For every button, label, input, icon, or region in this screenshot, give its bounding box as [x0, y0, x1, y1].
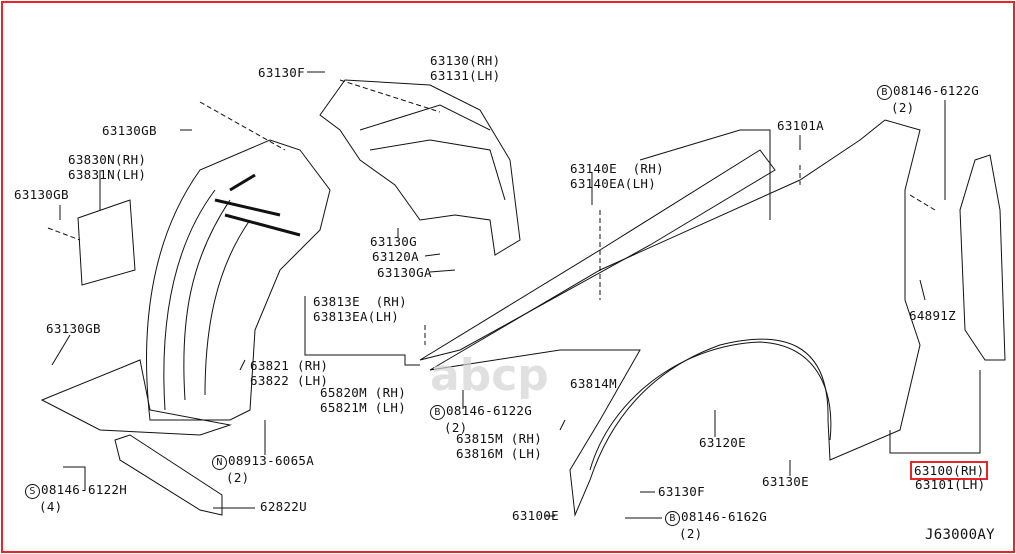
plate-part [77, 199, 136, 286]
part-number: 63831N(LH) [68, 167, 147, 182]
part-number: 63130GB [102, 123, 157, 138]
part-number: 62822U [260, 499, 307, 514]
part-number: 08146-6162G [681, 509, 768, 524]
part-number: 64891Z [909, 308, 956, 323]
part-label[interactable]: 63814M [570, 376, 617, 391]
part-label[interactable]: 63100E [512, 508, 559, 523]
rear-liner-part [319, 79, 521, 256]
part-number: 63130GB [46, 321, 101, 336]
part-number: 63816M (LH) [456, 446, 543, 461]
circled-letter-icon: B [430, 405, 445, 420]
part-number: 63100E [512, 508, 559, 523]
part-label[interactable]: 64891Z [909, 308, 956, 323]
part-label[interactable]: 63120A [372, 249, 419, 264]
part-label[interactable]: 63821 (RH)63822 (LH) [250, 358, 328, 388]
part-number: 63130F [258, 65, 305, 80]
part-number: 08913-6065A [228, 453, 315, 468]
part-number: 63120E [699, 435, 746, 450]
circled-letter-icon: N [212, 455, 227, 470]
part-label[interactable]: 63130F [658, 484, 705, 499]
part-number: 63131(LH) [430, 68, 501, 83]
part-number: 63813EA(LH) [313, 309, 400, 324]
quantity: (2) [444, 420, 468, 435]
part-label[interactable]: 63120E [699, 435, 746, 450]
part-number: 08146-6122G [893, 83, 980, 98]
part-number: 63813E (RH) [313, 294, 407, 309]
circled-letter-icon: B [665, 511, 680, 526]
part-number: 65821M (LH) [320, 400, 407, 415]
part-number: 65820M (RH) [320, 385, 407, 400]
part-number: 63101A [777, 118, 824, 133]
circled-letter-icon: S [25, 484, 40, 499]
front-liner-part [146, 139, 331, 421]
part-number: 63822 (LH) [250, 373, 329, 388]
part-number: 63140E (RH) [570, 161, 664, 176]
part-label[interactable]: 63101(LH) [915, 477, 985, 492]
quantity: (4) [39, 499, 63, 514]
part-label[interactable]: 63130GB [14, 187, 69, 202]
fender-part [429, 119, 921, 517]
part-number: 63100(RH) [914, 463, 985, 478]
part-label-highlighted[interactable]: 63100(RH) [910, 461, 989, 480]
quantity: (2) [891, 100, 915, 115]
part-number: 63130GB [14, 187, 69, 202]
part-number: 63130GA [377, 265, 432, 280]
part-label[interactable]: 63130GA [377, 265, 432, 280]
part-number: 63120A [372, 249, 419, 264]
pillar-trim-part [959, 154, 1006, 361]
diagram-id: J63000AY [925, 527, 995, 543]
part-label[interactable]: 63830N(RH)63831N(LH) [68, 152, 146, 182]
part-label[interactable]: 63813E (RH)63813EA(LH) [313, 294, 407, 324]
part-label[interactable]: 63130F [258, 65, 305, 80]
splash-guard-part [40, 359, 232, 436]
part-number: 63101(LH) [915, 477, 986, 492]
part-label[interactable]: 63140E (RH)63140EA(LH) [570, 161, 664, 191]
leader-lines [47, 71, 981, 519]
part-number: 63130F [658, 484, 705, 499]
part-number: 63815M (RH) [456, 431, 543, 446]
part-label[interactable]: 63130E [762, 474, 809, 489]
part-number: 63814M [570, 376, 617, 391]
part-label[interactable]: 63130(RH)63131(LH) [430, 53, 500, 83]
part-label[interactable]: 62822U [260, 499, 307, 514]
part-label[interactable]: 63130GB [102, 123, 157, 138]
part-number: 63130E [762, 474, 809, 489]
part-number: 63830N(RH) [68, 152, 147, 167]
part-label[interactable]: 63130GB [46, 321, 101, 336]
part-number: 63130(RH) [430, 53, 501, 68]
quantity: (2) [679, 526, 703, 541]
part-label[interactable]: 63130G [370, 234, 417, 249]
part-number: 08146-6122H [41, 482, 128, 497]
part-label[interactable]: 63101A [777, 118, 824, 133]
seal-part [114, 434, 223, 516]
part-number: 63130G [370, 234, 417, 249]
part-label[interactable]: 65820M (RH)65821M (LH) [320, 385, 406, 415]
part-number: 63140EA(LH) [570, 176, 657, 191]
part-label[interactable]: 63815M (RH)63816M (LH) [456, 431, 542, 461]
watermark: abcp [430, 350, 549, 401]
part-number: 08146-6122G [446, 403, 533, 418]
part-number: 63821 (RH) [250, 358, 329, 373]
quantity: (2) [226, 470, 250, 485]
circled-letter-icon: B [877, 85, 892, 100]
